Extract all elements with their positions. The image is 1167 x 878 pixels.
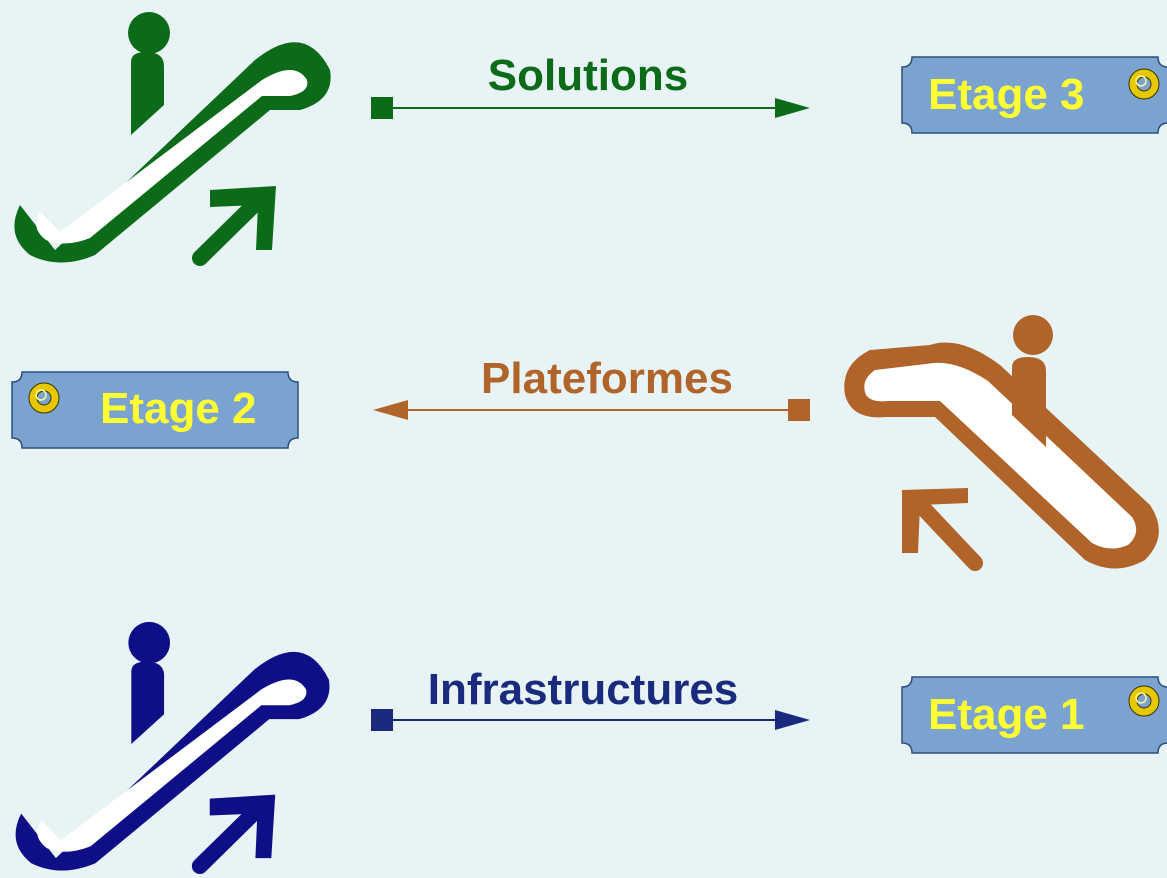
ring-icon	[1128, 685, 1160, 717]
label-infrastructures: Infrastructures	[427, 665, 739, 714]
arrow-solutions	[371, 97, 810, 119]
arrow-infrastructures	[371, 709, 810, 731]
arrow-plateformes	[373, 399, 810, 421]
floor-plaque-etage-1	[901, 676, 1167, 754]
floor-label-etage-1: Etage 1	[928, 690, 1085, 739]
escalator-up-icon	[14, 12, 331, 266]
floor-plaque-etage-3	[901, 56, 1167, 134]
ring-icon	[1128, 68, 1160, 100]
floor-plaque-etage-2	[11, 371, 299, 449]
label-solutions: Solutions	[487, 51, 689, 100]
label-plateformes: Plateformes	[481, 354, 733, 403]
floor-label-etage-3: Etage 3	[928, 70, 1085, 119]
escalator-up-left-icon	[844, 315, 1159, 571]
ring-icon	[28, 382, 60, 414]
escalator-up-icon	[15, 621, 330, 875]
floor-label-etage-2: Etage 2	[100, 384, 257, 433]
